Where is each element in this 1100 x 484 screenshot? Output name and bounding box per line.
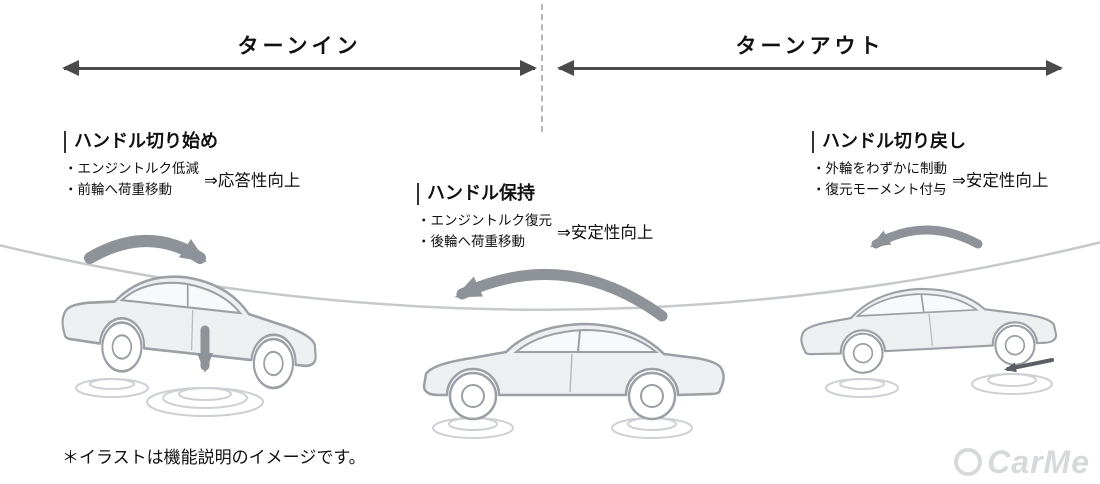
turn-in-header: ターンイン	[237, 35, 362, 58]
mid-corner-steer-arrow	[454, 268, 668, 322]
phase-title: ハンドル切り戻し	[812, 131, 1048, 153]
phase-result: ⇒安定性向上	[952, 172, 1049, 191]
phase-bullets: ・エンジントルク低減 ・前輪へ荷重移動	[64, 158, 199, 201]
phase-result: ⇒応答性向上	[204, 172, 301, 191]
turn-in-range-arrow-icon	[62, 60, 537, 76]
watermark-text: CarMe	[987, 444, 1090, 480]
car-mid-corner	[422, 322, 725, 421]
bullet-item: ・復元モーメント付与	[812, 182, 947, 198]
turn-out-steer-arrow	[869, 225, 983, 249]
turn-out-range-arrow-icon	[557, 60, 1063, 76]
turn-in-steer-arrow	[84, 235, 207, 264]
phase-block-steering-return: ハンドル切り戻し ・外輪をわずかに制動 ・復元モーメント付与 ⇒安定性向上	[812, 131, 1048, 201]
watermark: CarMe	[954, 446, 1090, 478]
phase-title: ハンドル切り始め	[64, 131, 300, 153]
outer-wheel-brake-arrow	[1004, 358, 1054, 373]
bullet-item: ・エンジントルク低減	[64, 160, 199, 176]
bullet-item: ・後輪へ荷重移動	[417, 234, 525, 250]
phase-bullets: ・エンジントルク復元 ・後輪へ荷重移動	[417, 210, 552, 253]
car-turn-out	[797, 280, 1059, 377]
phase-block-steering-start: ハンドル切り始め ・エンジントルク低減 ・前輪へ荷重移動 ⇒応答性向上	[64, 131, 300, 201]
footnote: ＊イラストは機能説明のイメージです。	[62, 448, 366, 467]
bullet-item: ・外輪をわずかに制動	[812, 160, 947, 176]
car-turn-in	[58, 262, 322, 394]
phase-title: ハンドル保持	[417, 183, 653, 205]
steering-arrows	[84, 225, 1054, 373]
bullet-item: ・エンジントルク復元	[417, 212, 552, 228]
phase-result: ⇒安定性向上	[557, 224, 654, 243]
phase-block-steering-hold: ハンドル保持 ・エンジントルク復元 ・後輪へ荷重移動 ⇒安定性向上	[417, 183, 653, 253]
road-curve-line	[0, 241, 1100, 311]
bullet-item: ・前輪へ荷重移動	[64, 182, 172, 198]
phase-bullets: ・外輪をわずかに制動 ・復元モーメント付与	[812, 158, 947, 201]
turn-out-header: ターンアウト	[735, 35, 885, 58]
phase-divider-dashed-line	[541, 4, 543, 132]
watermark-logo-icon	[954, 448, 983, 476]
